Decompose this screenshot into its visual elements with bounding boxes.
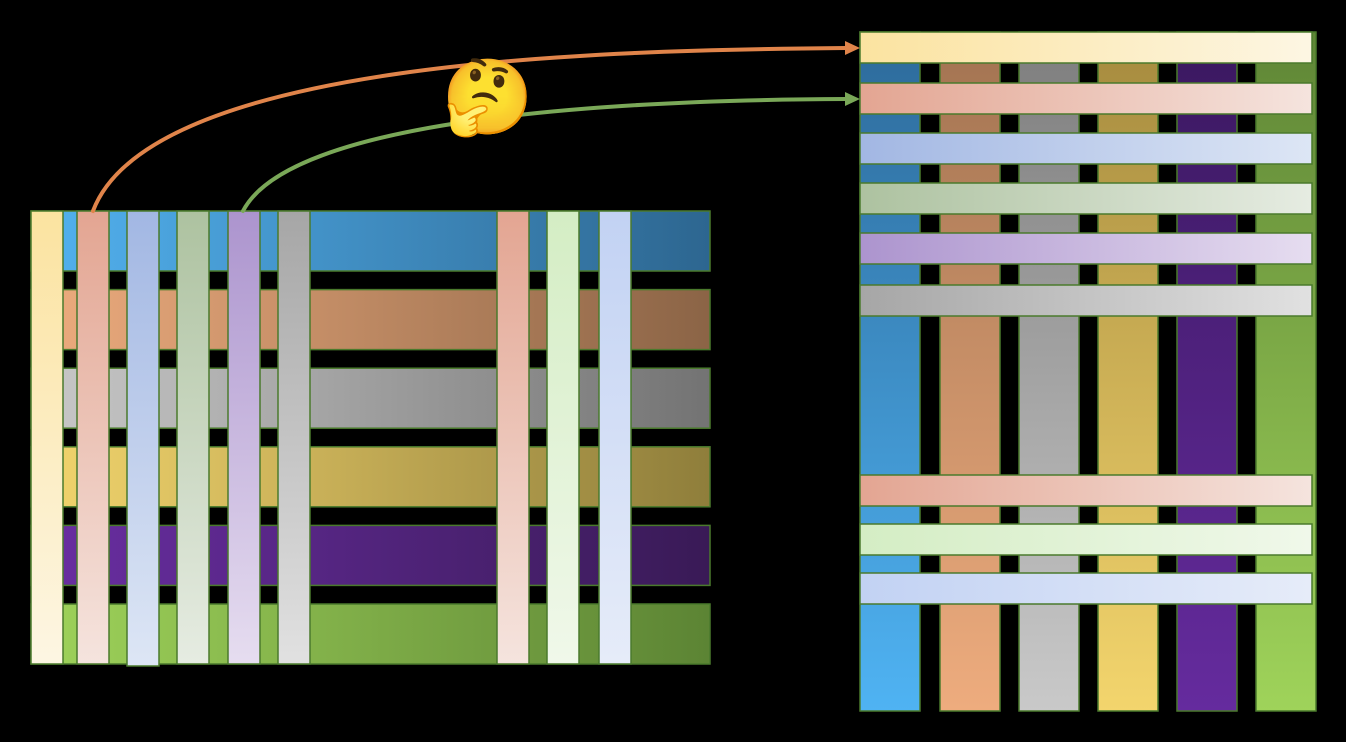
arrow-head-icon [845, 41, 860, 55]
left-vertical-strip [496, 210, 530, 665]
right-horizontal-bar [859, 82, 1313, 115]
thinking-face-icon: 🤔 [442, 55, 534, 141]
right-horizontal-bar [859, 523, 1313, 556]
left-woven-panel [30, 210, 711, 667]
arrow-head-icon [845, 92, 860, 106]
right-horizontal-bar [859, 31, 1313, 64]
left-vertical-strip [546, 210, 580, 665]
left-vertical-strip [277, 210, 311, 665]
left-vertical-strip [227, 210, 261, 665]
right-horizontal-bar [859, 132, 1313, 165]
right-horizontal-bar [859, 232, 1313, 265]
right-horizontal-bar [859, 182, 1313, 215]
right-horizontal-bar [859, 474, 1313, 507]
right-horizontal-bar [859, 284, 1313, 317]
left-vertical-strip [30, 210, 64, 665]
left-vertical-strip [598, 210, 632, 665]
right-horizontal-bar [859, 572, 1313, 605]
transfer-arrow-line [241, 97, 848, 213]
left-vertical-strip [176, 210, 210, 665]
transfer-arrows [91, 41, 860, 213]
right-woven-panel [859, 31, 1317, 712]
transfer-arrow-line [91, 46, 848, 213]
left-vertical-strip [126, 210, 160, 667]
left-vertical-strip [76, 210, 110, 665]
